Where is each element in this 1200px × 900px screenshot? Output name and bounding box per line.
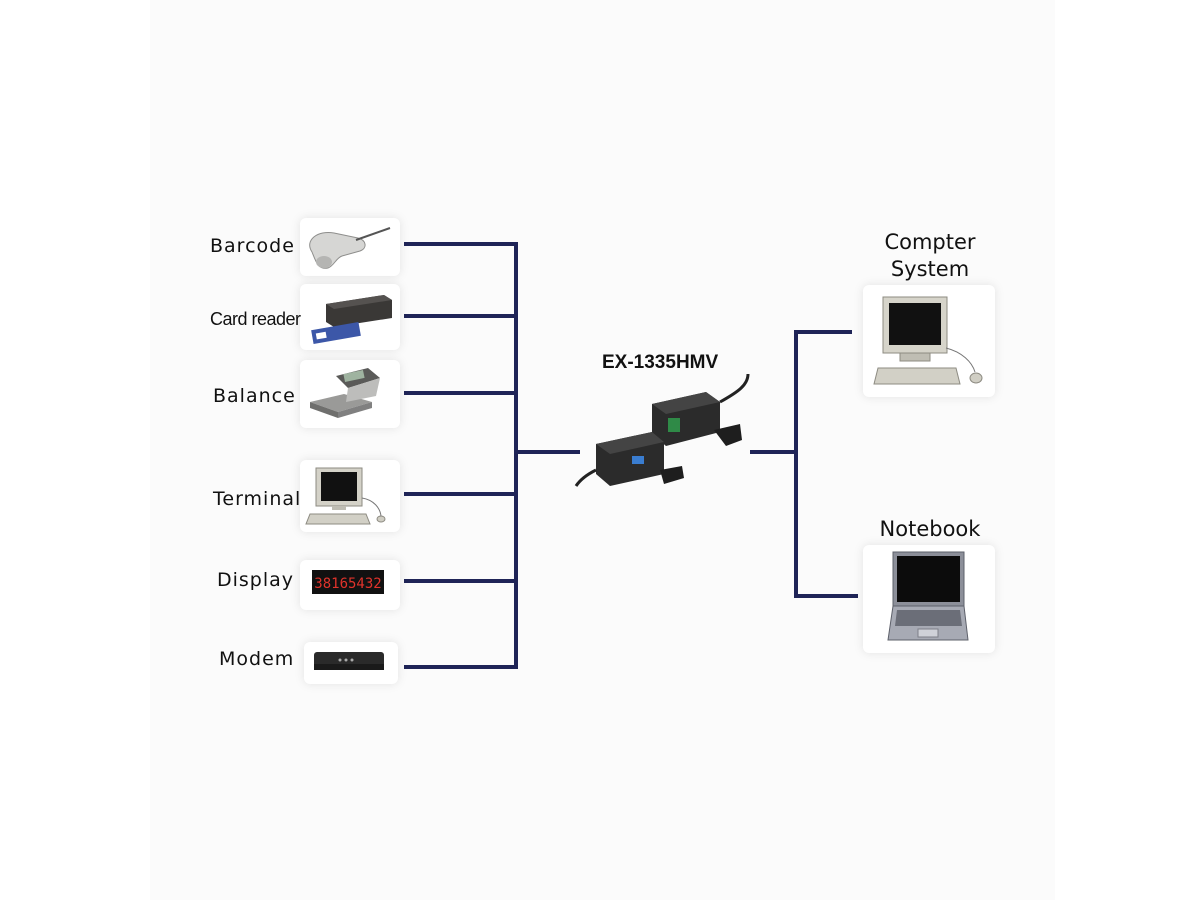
hub-title: EX-1335HMV bbox=[602, 352, 719, 373]
label-display: Display bbox=[217, 569, 295, 591]
label-card-reader: Card reader bbox=[210, 309, 301, 329]
label-notebook: Notebook bbox=[879, 517, 981, 541]
card-reader-icon bbox=[311, 295, 392, 345]
led-display-icon: 38165432 bbox=[312, 570, 384, 594]
balance-scale-icon bbox=[310, 368, 380, 418]
terminal-computer-icon bbox=[305, 467, 386, 525]
barcode-scanner-icon bbox=[309, 227, 391, 269]
desktop-computer-icon bbox=[873, 296, 983, 385]
ex-1335hmv-hub-icon bbox=[574, 373, 750, 487]
label-balance: Balance bbox=[213, 385, 296, 407]
label-computer-line2: System bbox=[890, 257, 970, 281]
notebook-icon bbox=[887, 551, 969, 641]
label-barcode: Barcode bbox=[210, 235, 295, 257]
label-terminal: Terminal bbox=[213, 488, 302, 510]
label-computer-line1: Compter bbox=[884, 230, 976, 254]
label-modem: Modem bbox=[219, 648, 295, 670]
led-digits: 38165432 bbox=[314, 576, 381, 592]
modem-icon bbox=[314, 652, 384, 670]
